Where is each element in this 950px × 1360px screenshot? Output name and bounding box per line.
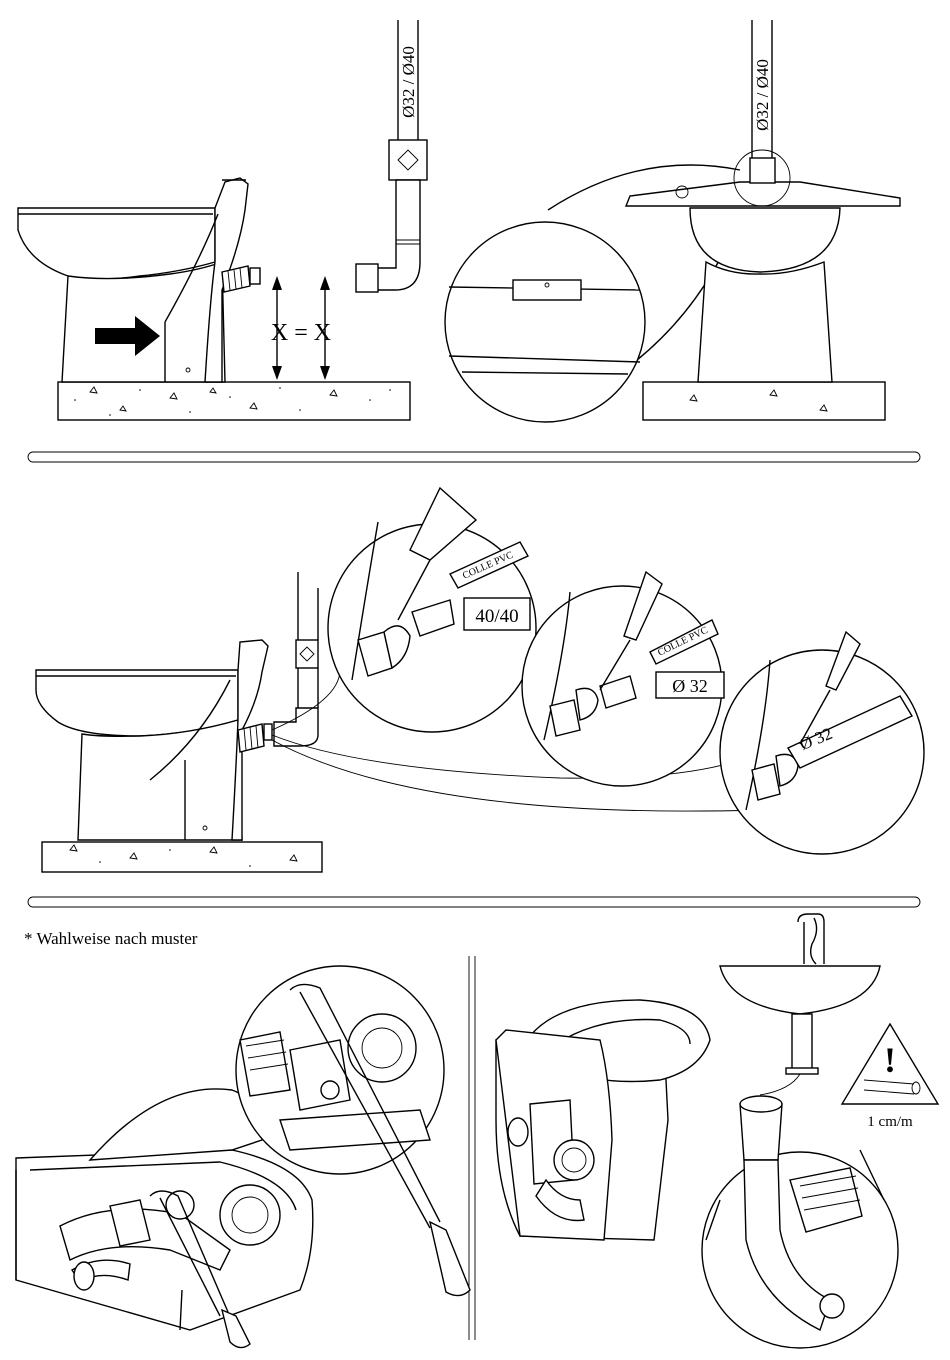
section-divider-1 <box>28 452 920 462</box>
detail-magnifier-2b: Ø 32 COLLE PVC <box>522 572 724 786</box>
pipe-diameter-label-right: Ø32 / Ø40 <box>753 59 772 131</box>
pipe-detail-magnifier <box>702 1096 898 1348</box>
warning-symbol: ! <box>884 1040 896 1080</box>
section-divider-2 <box>28 897 920 907</box>
floor-slab-left <box>58 382 410 420</box>
drain-pipe-left: Ø32 / Ø40 <box>356 20 427 292</box>
toilet-installed-right <box>496 1000 710 1240</box>
pipe-diameter-label-left: Ø32 / Ø40 <box>399 46 418 118</box>
warning-sign: ! 1 cm/m <box>842 1024 938 1130</box>
saw-detail-magnifier <box>236 966 444 1174</box>
optional-note: * Wahlweise nach muster <box>24 929 198 948</box>
height-dimension: X = X <box>271 276 331 380</box>
detail-magnifier-2a: 40/40 COLLE PVC <box>328 488 536 732</box>
floor-slab-middle <box>42 842 322 872</box>
wash-basin <box>720 914 880 1095</box>
detail-magnifier-2c: Ø 32 <box>720 632 924 854</box>
slope-label: 1 cm/m <box>867 1114 913 1130</box>
height-equation-label: X = X <box>271 320 331 346</box>
pipe-size-label-2: Ø 32 <box>672 676 708 696</box>
pipe-size-label-1: 40/40 <box>475 606 518 627</box>
toilet-front-view: Ø32 / Ø40 <box>626 20 900 420</box>
toilet-side-view-2 <box>36 572 318 840</box>
section-2-connection: 40/40 COLLE PVC Ø 32 COLLE PVC <box>36 488 924 872</box>
section-3-assembly: * Wahlweise nach muster <box>16 914 938 1348</box>
section-1-alignment: X = X Ø32 / Ø40 <box>18 20 900 422</box>
